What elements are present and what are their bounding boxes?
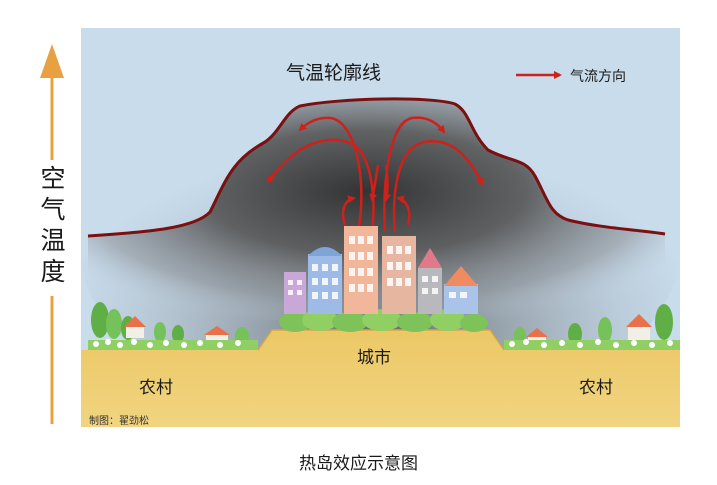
airflow-arrow xyxy=(266,138,375,233)
y-axis-label-char: 气 xyxy=(40,195,66,224)
credit-text: 制图：翟劲松 xyxy=(89,416,149,427)
airflow-arrow xyxy=(383,164,392,202)
airflow-arrow xyxy=(396,195,411,226)
city-label: 城市 xyxy=(357,348,391,368)
city-buildings xyxy=(284,226,478,314)
building-lightblue xyxy=(444,284,478,314)
building-purple xyxy=(284,272,306,314)
contour-line-title: 气温轮廓线 xyxy=(286,62,382,84)
airflow-arrows xyxy=(266,116,484,233)
rural-right-label: 农村 xyxy=(579,378,613,398)
y-axis-label: 空 气 温 度 xyxy=(36,163,70,287)
figure-caption: 热岛效应示意图 xyxy=(299,454,418,474)
rural-right-scenery xyxy=(504,304,680,350)
y-axis-arrow-icon xyxy=(40,44,64,78)
legend-label: 气流方向 xyxy=(570,69,626,85)
y-axis-label-char: 温 xyxy=(40,226,66,255)
heat-dome xyxy=(88,98,665,321)
airflow-arrow xyxy=(383,116,446,233)
airflow-arrow xyxy=(392,140,484,233)
ground xyxy=(81,330,680,427)
airflow-arrow xyxy=(369,164,380,202)
y-axis-label-char: 空 xyxy=(40,164,66,193)
temperature-contour-line xyxy=(87,97,666,238)
city-greenery xyxy=(279,309,488,332)
airflow-arrow xyxy=(341,195,356,226)
y-axis-label-char: 度 xyxy=(40,257,66,286)
building-gray xyxy=(418,268,442,314)
airflow-arrow xyxy=(298,116,363,233)
rural-left-label: 农村 xyxy=(139,378,173,398)
rural-left-scenery xyxy=(88,302,258,350)
